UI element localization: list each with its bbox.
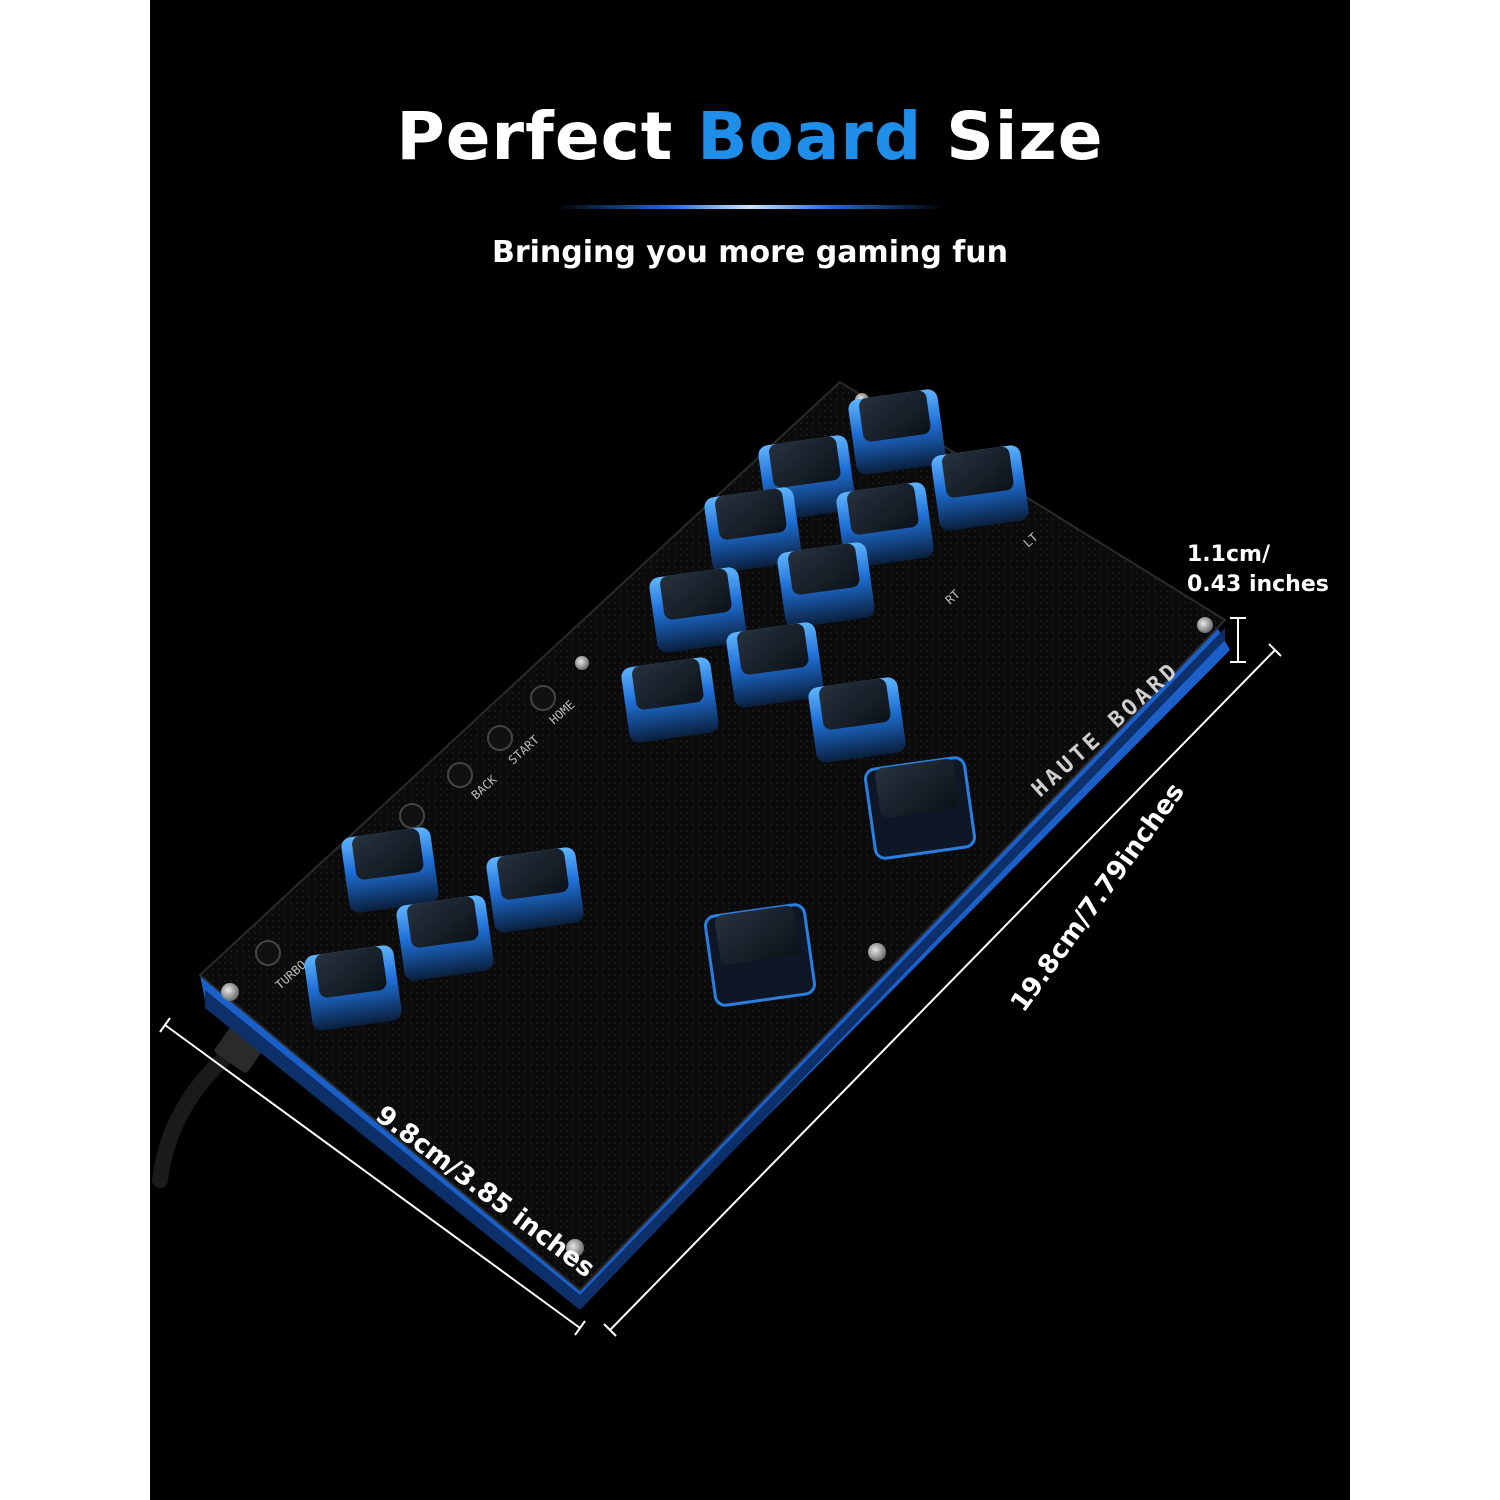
back-button[interactable] xyxy=(447,762,473,788)
key[interactable] xyxy=(648,566,748,654)
headline-divider xyxy=(555,205,945,209)
height-dimension-line1: 1.1cm/ xyxy=(1187,542,1270,567)
action-keys xyxy=(303,388,1030,1032)
key[interactable] xyxy=(776,541,876,629)
start-button[interactable] xyxy=(487,725,513,751)
key[interactable] xyxy=(864,756,976,860)
product-banner: Perfect Board Size Bringing you more gam… xyxy=(150,0,1350,1500)
usb-cable xyxy=(152,1023,266,1188)
key[interactable] xyxy=(725,621,825,709)
key[interactable] xyxy=(620,656,720,744)
key[interactable] xyxy=(930,444,1030,532)
turbo-button[interactable] xyxy=(255,940,281,966)
headline: Perfect Board Size xyxy=(150,98,1350,175)
subtitle: Bringing you more gaming fun xyxy=(491,235,1009,270)
key[interactable] xyxy=(395,894,495,982)
headline-word-perfect: Perfect xyxy=(396,98,674,175)
key[interactable] xyxy=(485,846,585,934)
hitbox-controller-photo: TURBO BACK START HOME LT RT HAUTE BOARD xyxy=(152,380,1282,1337)
height-dimension-line2: 0.43 inches xyxy=(1187,572,1329,597)
board-top-plate xyxy=(198,380,1227,1292)
height-dimension-label: 1.1cm/ 0.43 inches xyxy=(1187,540,1329,600)
key[interactable] xyxy=(303,944,403,1032)
function-buttons xyxy=(255,685,556,966)
headline-word-size: Size xyxy=(946,98,1104,175)
key[interactable] xyxy=(704,903,816,1007)
home-button[interactable] xyxy=(530,685,556,711)
headline-word-board: Board xyxy=(697,98,923,175)
key[interactable] xyxy=(340,826,440,914)
key[interactable] xyxy=(847,388,947,476)
dimension-lines xyxy=(159,617,1282,1337)
key[interactable] xyxy=(703,486,803,574)
key[interactable] xyxy=(807,676,907,764)
function-button[interactable] xyxy=(399,803,425,829)
